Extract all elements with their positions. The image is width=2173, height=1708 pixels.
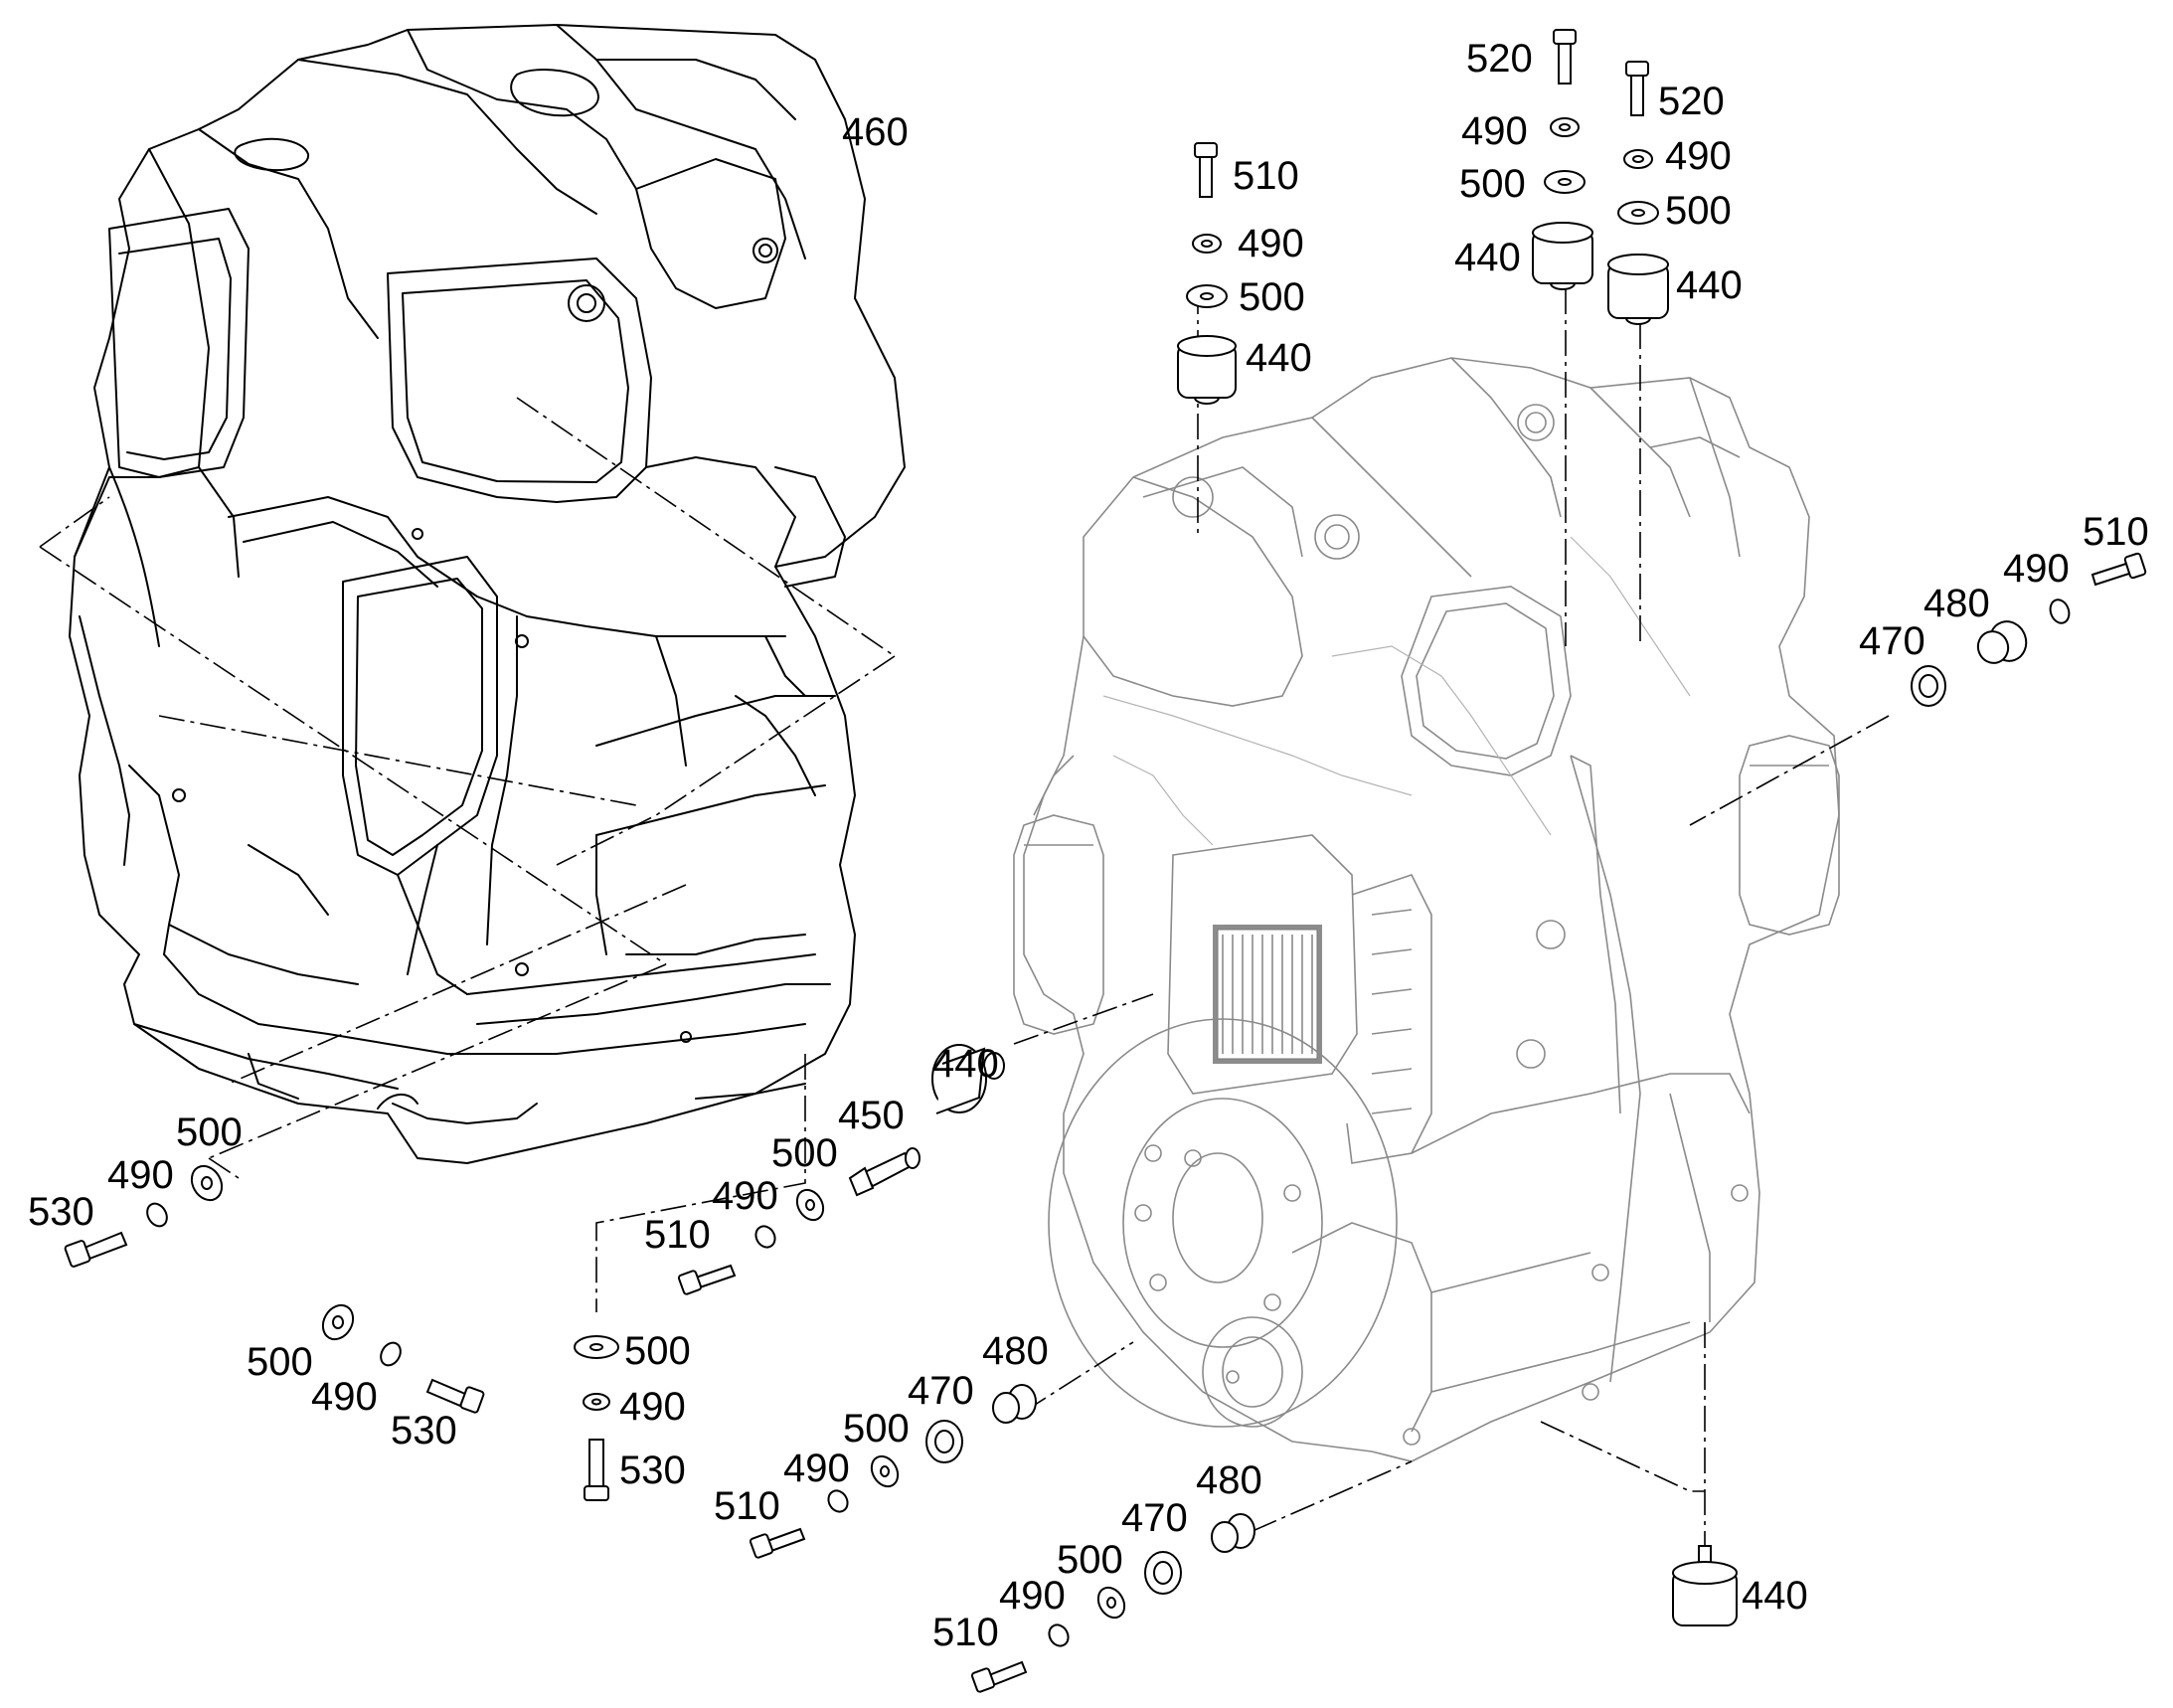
callout-440: 440 xyxy=(1454,236,1521,279)
callout-500: 500 xyxy=(1057,1538,1123,1582)
mount-440-e xyxy=(1672,1545,1738,1626)
callout-480: 480 xyxy=(1923,582,1990,625)
callout-510: 510 xyxy=(932,1611,999,1654)
callout-510: 510 xyxy=(714,1484,780,1528)
callout-440: 440 xyxy=(1742,1574,1808,1618)
callout-500: 500 xyxy=(247,1340,313,1384)
callout-530: 530 xyxy=(619,1449,686,1492)
washer-490-f xyxy=(146,1202,168,1228)
callout-480: 480 xyxy=(1196,1458,1262,1502)
mount-440-b xyxy=(1607,254,1669,325)
bolt-530-a xyxy=(64,1231,128,1268)
callout-510: 510 xyxy=(2083,510,2149,554)
grommet-470-a xyxy=(1911,665,1946,707)
washer-490-j xyxy=(1048,1623,1070,1647)
washer-490-i xyxy=(827,1489,849,1513)
callout-490: 490 xyxy=(619,1385,686,1429)
bolt-510-c xyxy=(677,1264,737,1295)
transmission-assembly xyxy=(1013,357,1840,1462)
bolt-530-c xyxy=(584,1439,609,1501)
callout-500: 500 xyxy=(176,1110,243,1154)
bolt-520-a xyxy=(1553,29,1577,85)
bolt-520-b xyxy=(1625,61,1649,116)
spacer-450 xyxy=(848,1147,920,1197)
callout-labels: 460 520 520 490 490 500 500 440 440 510 … xyxy=(28,37,2149,1654)
callout-470: 470 xyxy=(1859,619,1925,663)
callout-500: 500 xyxy=(1239,275,1305,319)
callout-490: 490 xyxy=(1665,134,1732,178)
bushing-480-b xyxy=(992,1384,1037,1424)
bushing-480-a xyxy=(1976,620,2028,664)
callout-490: 490 xyxy=(712,1174,778,1218)
callout-510: 510 xyxy=(644,1213,711,1257)
hardware-parts xyxy=(64,29,2147,1693)
callout-490: 490 xyxy=(311,1375,378,1419)
callout-440: 440 xyxy=(1676,263,1743,307)
cover-housing-460 xyxy=(69,24,906,1164)
bolt-510-a xyxy=(1194,142,1218,198)
mount-440-d xyxy=(931,1044,1005,1114)
grommet-470-b xyxy=(925,1420,963,1463)
callout-480: 480 xyxy=(982,1329,1049,1373)
callout-530: 530 xyxy=(28,1190,94,1234)
callout-500: 500 xyxy=(771,1131,838,1175)
bolt-510-b xyxy=(2090,552,2147,587)
callout-490: 490 xyxy=(1461,109,1528,153)
callout-490: 490 xyxy=(2003,547,2070,591)
callout-500: 500 xyxy=(624,1329,691,1373)
mount-440-c xyxy=(1177,335,1237,405)
callout-500: 500 xyxy=(843,1407,910,1451)
callout-520: 520 xyxy=(1466,37,1533,81)
callout-490: 490 xyxy=(999,1574,1066,1618)
callout-490: 490 xyxy=(107,1153,174,1197)
grommet-470-c xyxy=(1144,1551,1182,1595)
callout-530: 530 xyxy=(391,1409,457,1452)
bushing-480-c xyxy=(1211,1513,1255,1553)
bolt-510-d xyxy=(749,1527,806,1559)
callout-470: 470 xyxy=(908,1369,974,1413)
callout-520: 520 xyxy=(1658,80,1725,123)
callout-490: 490 xyxy=(1238,222,1304,265)
callout-450: 450 xyxy=(838,1094,905,1137)
callout-500: 500 xyxy=(1665,189,1732,233)
callout-490: 490 xyxy=(783,1447,850,1490)
assembly-center-lines xyxy=(39,288,1890,1551)
mount-440-a xyxy=(1532,222,1593,290)
callout-510: 510 xyxy=(1233,154,1299,198)
washer-490-g xyxy=(380,1341,402,1367)
callout-470: 470 xyxy=(1121,1496,1188,1540)
callout-460: 460 xyxy=(842,110,909,154)
callout-440: 440 xyxy=(1246,336,1312,380)
bolt-530-b xyxy=(425,1378,485,1414)
bolt-510-e xyxy=(970,1660,1028,1693)
callout-440: 440 xyxy=(932,1042,999,1086)
washer-490-e xyxy=(754,1225,776,1249)
washer-490-d xyxy=(2049,598,2071,624)
control-unit-grille xyxy=(1213,925,1322,1064)
callout-500: 500 xyxy=(1459,162,1526,206)
